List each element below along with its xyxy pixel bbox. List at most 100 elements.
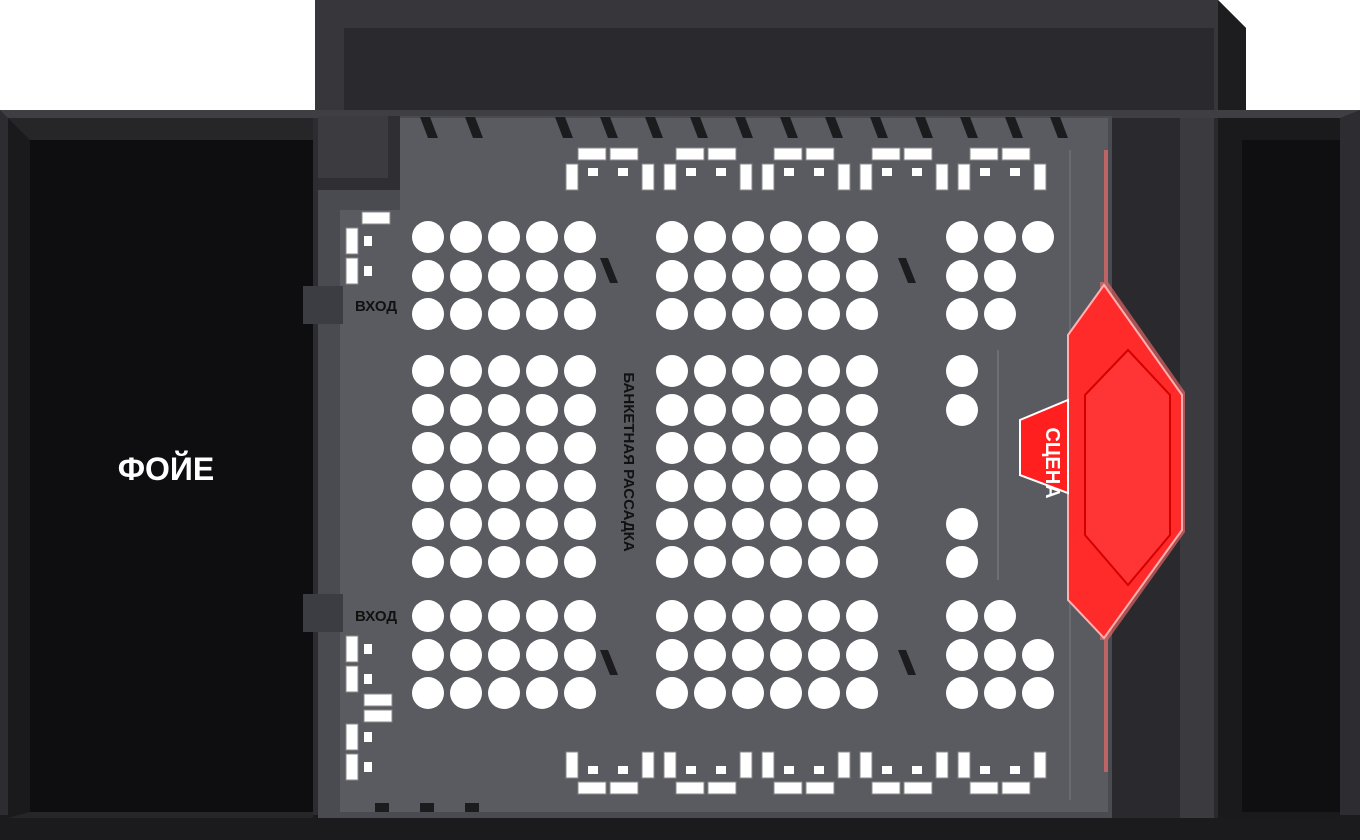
round-table-icon[interactable] bbox=[488, 355, 520, 387]
round-table-icon[interactable] bbox=[656, 677, 688, 709]
round-table-icon[interactable] bbox=[526, 260, 558, 292]
sofa-icon[interactable] bbox=[957, 147, 1047, 191]
round-table-icon[interactable] bbox=[526, 221, 558, 253]
round-table-icon[interactable] bbox=[846, 394, 878, 426]
round-table-icon[interactable] bbox=[732, 432, 764, 464]
round-table-icon[interactable] bbox=[808, 394, 840, 426]
round-table-icon[interactable] bbox=[694, 677, 726, 709]
round-table-icon[interactable] bbox=[732, 470, 764, 502]
round-table-icon[interactable] bbox=[694, 639, 726, 671]
round-table-icon[interactable] bbox=[770, 470, 802, 502]
round-table-icon[interactable] bbox=[656, 221, 688, 253]
round-table-icon[interactable] bbox=[694, 546, 726, 578]
round-table-icon[interactable] bbox=[412, 355, 444, 387]
round-table-icon[interactable] bbox=[946, 394, 978, 426]
round-table-icon[interactable] bbox=[808, 432, 840, 464]
round-table-icon[interactable] bbox=[412, 221, 444, 253]
round-table-icon[interactable] bbox=[488, 394, 520, 426]
round-table-icon[interactable] bbox=[732, 355, 764, 387]
round-table-icon[interactable] bbox=[770, 355, 802, 387]
round-table-icon[interactable] bbox=[564, 600, 596, 632]
round-table-icon[interactable] bbox=[488, 221, 520, 253]
round-table-icon[interactable] bbox=[694, 394, 726, 426]
sofa-icon[interactable] bbox=[957, 751, 1047, 795]
round-table-icon[interactable] bbox=[450, 432, 482, 464]
round-table-icon[interactable] bbox=[770, 260, 802, 292]
round-table-icon[interactable] bbox=[694, 470, 726, 502]
sofa-icon[interactable] bbox=[565, 751, 655, 795]
round-table-icon[interactable] bbox=[564, 639, 596, 671]
round-table-icon[interactable] bbox=[526, 546, 558, 578]
round-table-icon[interactable] bbox=[488, 432, 520, 464]
round-table-icon[interactable] bbox=[808, 260, 840, 292]
round-table-icon[interactable] bbox=[526, 508, 558, 540]
sofa-icon[interactable] bbox=[663, 751, 753, 795]
round-table-icon[interactable] bbox=[808, 639, 840, 671]
round-table-icon[interactable] bbox=[526, 298, 558, 330]
round-table-icon[interactable] bbox=[808, 508, 840, 540]
sofa-icon[interactable] bbox=[361, 211, 391, 225]
round-table-icon[interactable] bbox=[564, 260, 596, 292]
round-table-icon[interactable] bbox=[412, 677, 444, 709]
round-table-icon[interactable] bbox=[846, 508, 878, 540]
round-table-icon[interactable] bbox=[656, 260, 688, 292]
round-table-icon[interactable] bbox=[656, 298, 688, 330]
round-table-icon[interactable] bbox=[808, 546, 840, 578]
round-table-icon[interactable] bbox=[946, 508, 978, 540]
round-table-icon[interactable] bbox=[412, 470, 444, 502]
round-table-icon[interactable] bbox=[732, 546, 764, 578]
round-table-icon[interactable] bbox=[732, 221, 764, 253]
round-table-icon[interactable] bbox=[564, 470, 596, 502]
round-table-icon[interactable] bbox=[694, 260, 726, 292]
round-table-icon[interactable] bbox=[808, 470, 840, 502]
round-table-icon[interactable] bbox=[526, 355, 558, 387]
round-table-icon[interactable] bbox=[946, 298, 978, 330]
round-table-icon[interactable] bbox=[770, 600, 802, 632]
round-table-icon[interactable] bbox=[694, 355, 726, 387]
round-table-icon[interactable] bbox=[412, 546, 444, 578]
sofa-icon[interactable] bbox=[363, 709, 393, 723]
round-table-icon[interactable] bbox=[488, 639, 520, 671]
sofa-icon[interactable] bbox=[345, 635, 372, 693]
round-table-icon[interactable] bbox=[564, 546, 596, 578]
round-table-icon[interactable] bbox=[656, 546, 688, 578]
sofa-icon[interactable] bbox=[859, 147, 949, 191]
round-table-icon[interactable] bbox=[488, 470, 520, 502]
round-table-icon[interactable] bbox=[412, 432, 444, 464]
round-table-icon[interactable] bbox=[946, 600, 978, 632]
round-table-icon[interactable] bbox=[770, 639, 802, 671]
round-table-icon[interactable] bbox=[770, 508, 802, 540]
round-table-icon[interactable] bbox=[1022, 221, 1054, 253]
round-table-icon[interactable] bbox=[808, 221, 840, 253]
round-table-icon[interactable] bbox=[564, 432, 596, 464]
round-table-icon[interactable] bbox=[564, 221, 596, 253]
round-table-icon[interactable] bbox=[412, 508, 444, 540]
round-table-icon[interactable] bbox=[488, 546, 520, 578]
round-table-icon[interactable] bbox=[450, 600, 482, 632]
round-table-icon[interactable] bbox=[450, 508, 482, 540]
round-table-icon[interactable] bbox=[770, 677, 802, 709]
entrance-bottom[interactable]: ВХОД bbox=[303, 594, 397, 632]
round-table-icon[interactable] bbox=[846, 470, 878, 502]
round-table-icon[interactable] bbox=[488, 260, 520, 292]
round-table-icon[interactable] bbox=[984, 221, 1016, 253]
round-table-icon[interactable] bbox=[946, 546, 978, 578]
round-table-icon[interactable] bbox=[450, 677, 482, 709]
round-table-icon[interactable] bbox=[412, 600, 444, 632]
round-table-icon[interactable] bbox=[984, 260, 1016, 292]
round-table-icon[interactable] bbox=[526, 394, 558, 426]
round-table-icon[interactable] bbox=[526, 600, 558, 632]
sofa-icon[interactable] bbox=[565, 147, 655, 191]
round-table-icon[interactable] bbox=[488, 677, 520, 709]
round-table-icon[interactable] bbox=[846, 298, 878, 330]
round-table-icon[interactable] bbox=[526, 470, 558, 502]
round-table-icon[interactable] bbox=[656, 508, 688, 540]
round-table-icon[interactable] bbox=[412, 260, 444, 292]
round-table-icon[interactable] bbox=[732, 260, 764, 292]
round-table-icon[interactable] bbox=[450, 355, 482, 387]
round-table-icon[interactable] bbox=[656, 394, 688, 426]
sofa-icon[interactable] bbox=[761, 147, 851, 191]
round-table-icon[interactable] bbox=[946, 221, 978, 253]
entrance-top[interactable]: ВХОД bbox=[303, 286, 397, 324]
round-table-icon[interactable] bbox=[846, 221, 878, 253]
